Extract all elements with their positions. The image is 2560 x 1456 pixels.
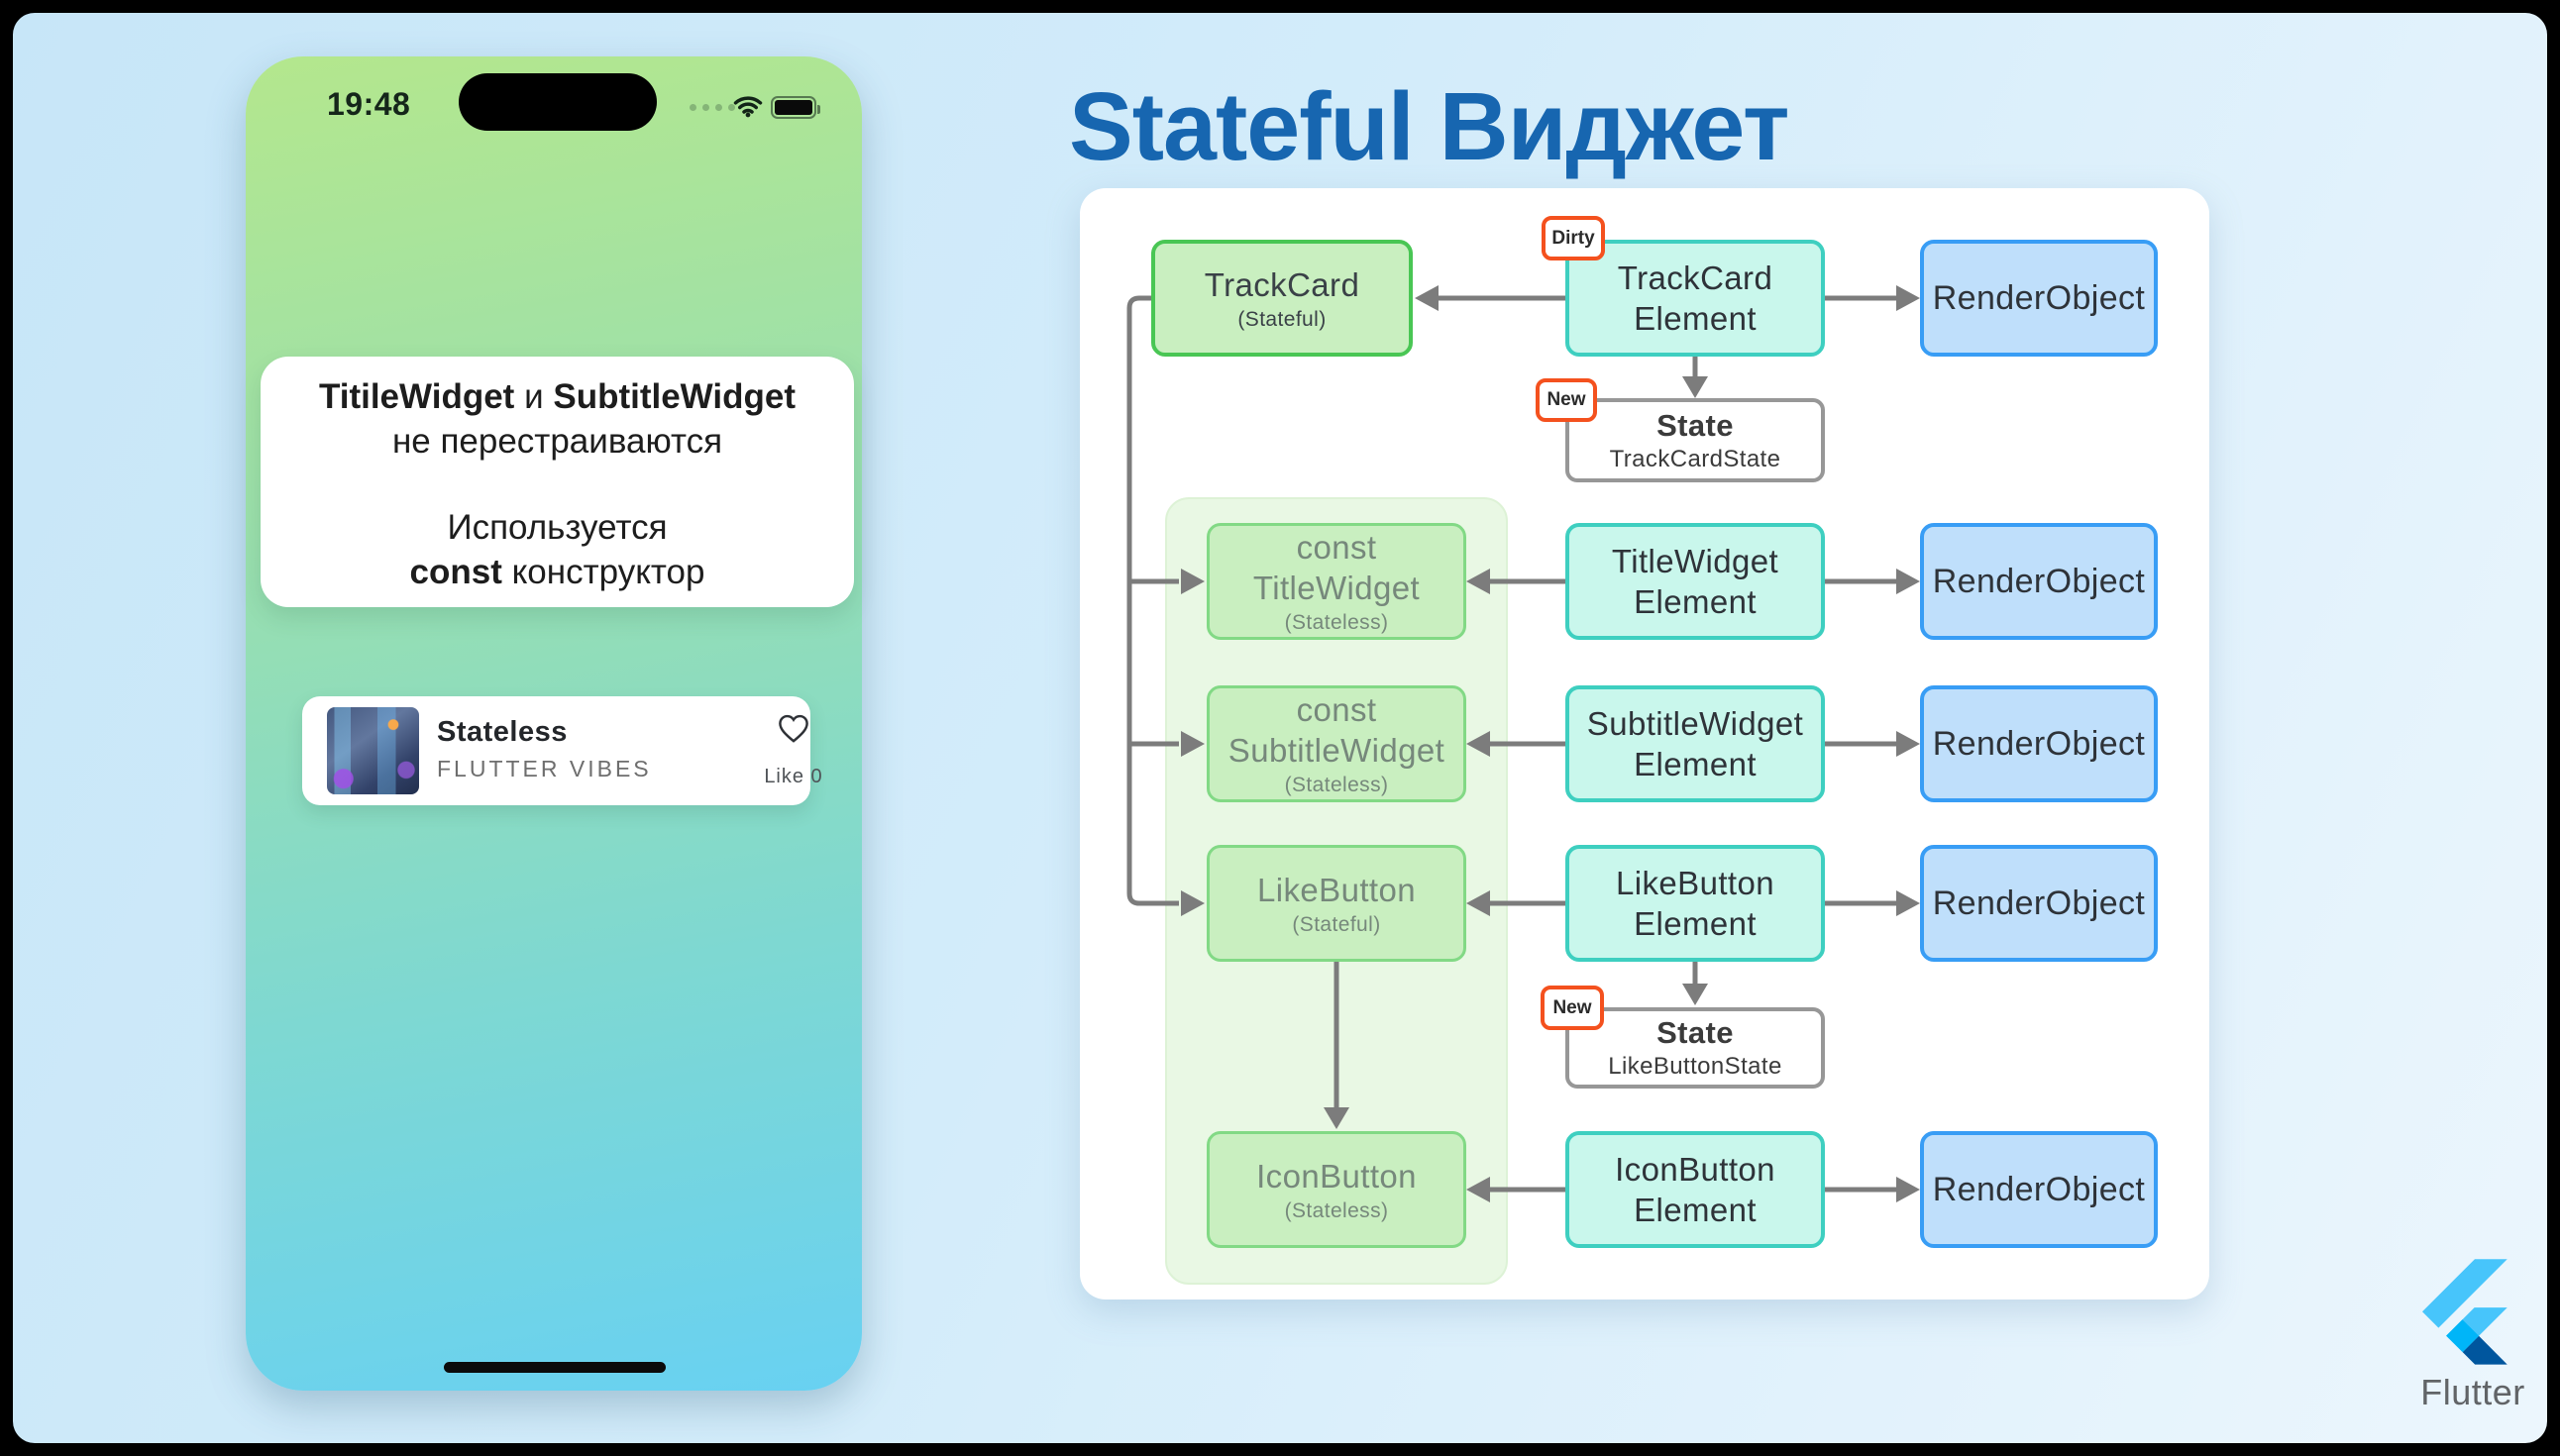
- home-indicator[interactable]: [444, 1362, 666, 1373]
- node-renderobject-2: RenderObject: [1920, 523, 2158, 640]
- node-renderobject-1: RenderObject: [1920, 240, 2158, 357]
- node-likebutton-element: LikeButton Element: [1565, 845, 1825, 962]
- node-iconbutton-widget: IconButton (Stateless): [1207, 1131, 1466, 1248]
- dynamic-island: [459, 73, 657, 131]
- track-card[interactable]: Stateless FLUTTER VIBES Like 0: [302, 696, 822, 805]
- track-title: Stateless: [437, 716, 568, 748]
- slide-background: 19:48 TitileWidget и SubtitleWidget не п…: [13, 13, 2547, 1443]
- battery-icon: [771, 96, 820, 119]
- spacer: [261, 464, 854, 505]
- node-state-likebutton: State LikeButtonState: [1565, 1007, 1825, 1089]
- like-button[interactable]: [776, 712, 811, 746]
- node-iconbutton-element: IconButton Element: [1565, 1131, 1825, 1248]
- node-trackcard-widget: TrackCard (Stateful): [1151, 240, 1413, 357]
- node-titlewidget-element: TitleWidget Element: [1565, 523, 1825, 640]
- dirty-badge: Dirty: [1542, 216, 1605, 260]
- node-const-subtitlewidget: const SubtitleWidget (Stateless): [1207, 685, 1466, 802]
- node-state-trackcard: State TrackCardState: [1565, 398, 1825, 482]
- track-subtitle: FLUTTER VIBES: [437, 756, 652, 781]
- like-count-label: Like 0: [764, 766, 823, 787]
- info-card-line4: const конструктор: [409, 553, 705, 591]
- node-likebutton-widget: LikeButton (Stateful): [1207, 845, 1466, 962]
- status-time: 19:48: [327, 86, 411, 122]
- diagram-panel: TrackCard (Stateful) const TitleWidget (…: [1080, 188, 2209, 1300]
- node-renderobject-4: RenderObject: [1920, 845, 2158, 962]
- page-title: Stateful Виджет: [1069, 72, 1790, 180]
- node-const-titlewidget: const TitleWidget (Stateless): [1207, 523, 1466, 640]
- heart-icon: [779, 714, 808, 743]
- info-card-line1: TitileWidget и SubtitleWidget: [318, 377, 797, 416]
- info-card-line2: не перестраиваются: [391, 422, 723, 461]
- phone-mockup: 19:48 TitileWidget и SubtitleWidget не п…: [246, 56, 862, 1391]
- node-renderobject-5: RenderObject: [1920, 1131, 2158, 1248]
- node-trackcard-element: TrackCard Element: [1565, 240, 1825, 357]
- cellular-signal-icon: [690, 104, 735, 111]
- wifi-icon: [733, 96, 763, 118]
- node-renderobject-3: RenderObject: [1920, 685, 2158, 802]
- info-card: TitileWidget и SubtitleWidget не перестр…: [261, 357, 854, 607]
- new-badge-likebutton-state: New: [1541, 986, 1604, 1030]
- new-badge-trackcard-state: New: [1536, 378, 1597, 422]
- flutter-logo-icon: [2422, 1259, 2507, 1365]
- flutter-wordmark: Flutter: [2420, 1372, 2525, 1412]
- info-card-line3: Используется: [447, 508, 668, 547]
- album-art: [327, 707, 419, 794]
- node-subtitlewidget-element: SubtitleWidget Element: [1565, 685, 1825, 802]
